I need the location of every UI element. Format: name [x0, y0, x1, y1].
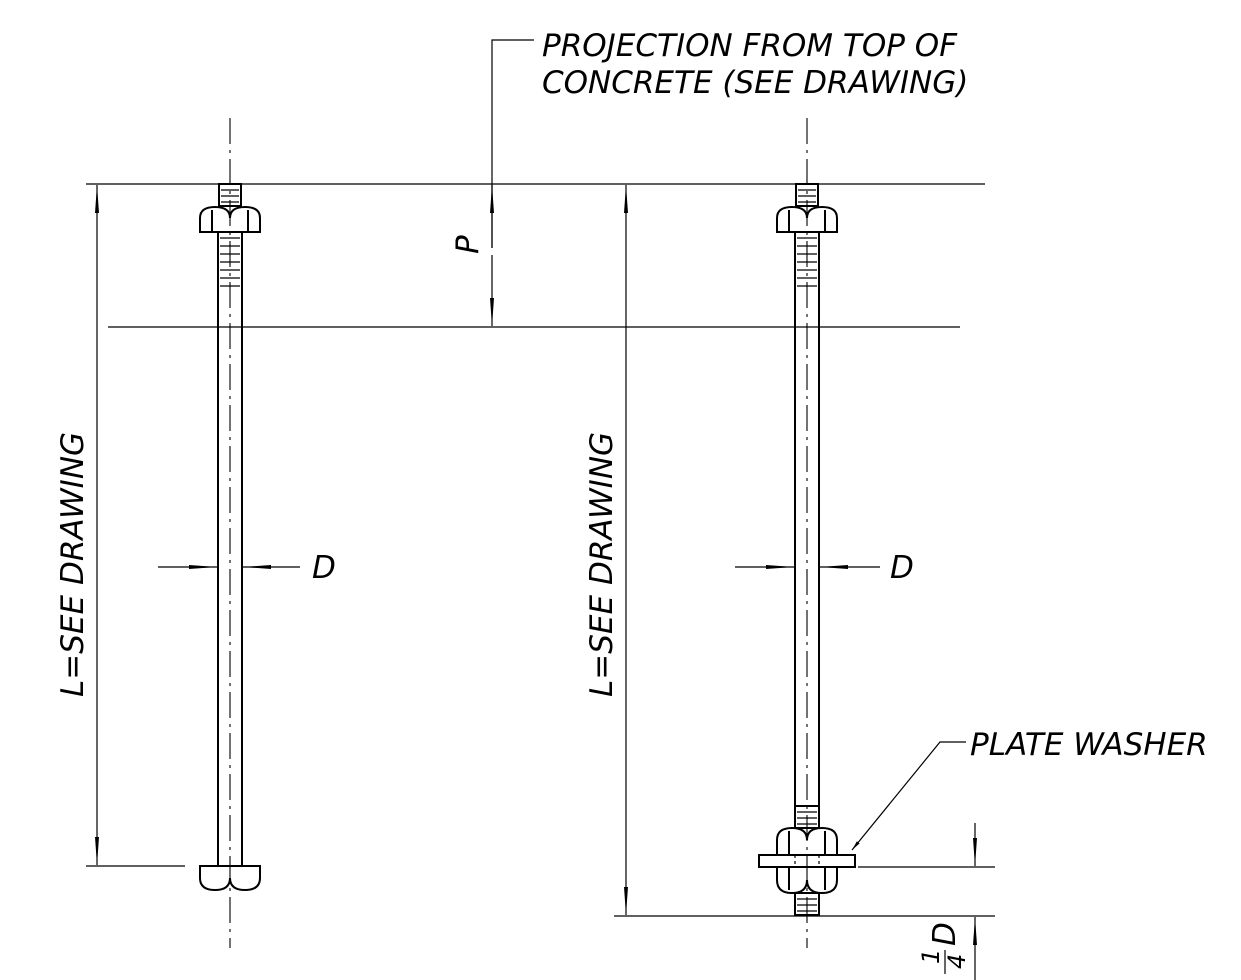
quarter-d-numerator: 1: [917, 949, 945, 964]
left-top-nut: [199, 205, 261, 233]
right-upper-bottom-nut: [776, 826, 838, 856]
right-length-label: L=SEE DRAWING: [584, 432, 620, 697]
quarter-d-letter: D: [927, 922, 963, 946]
right-lower-bottom-nut: [776, 866, 838, 895]
left-length-label: L=SEE DRAWING: [55, 432, 91, 697]
quarter-d-label: 1 4 D: [917, 922, 971, 974]
projection-label-line1: PROJECTION FROM TOP OF: [542, 28, 958, 64]
right-top-nut: [776, 205, 838, 233]
projection-label-line2: CONCRETE (SEE DRAWING): [542, 65, 968, 101]
plate-washer-label: PLATE WASHER: [970, 727, 1208, 763]
quarter-d-denominator: 4: [943, 954, 971, 969]
left-bolt-head: [199, 865, 261, 892]
right-anchor-bolt: D L=SEE DRAWING PLATE WASHER 1 4 D: [584, 118, 1208, 980]
left-diameter-label: D: [312, 550, 336, 586]
left-anchor-bolt: D L=SEE DRAWING: [55, 118, 336, 948]
p-dim-label: P: [450, 235, 486, 254]
projection-p-dimension: P: [450, 185, 494, 326]
projection-leader: PROJECTION FROM TOP OF CONCRETE (SEE DRA…: [491, 28, 968, 248]
right-diameter-label: D: [890, 550, 914, 586]
